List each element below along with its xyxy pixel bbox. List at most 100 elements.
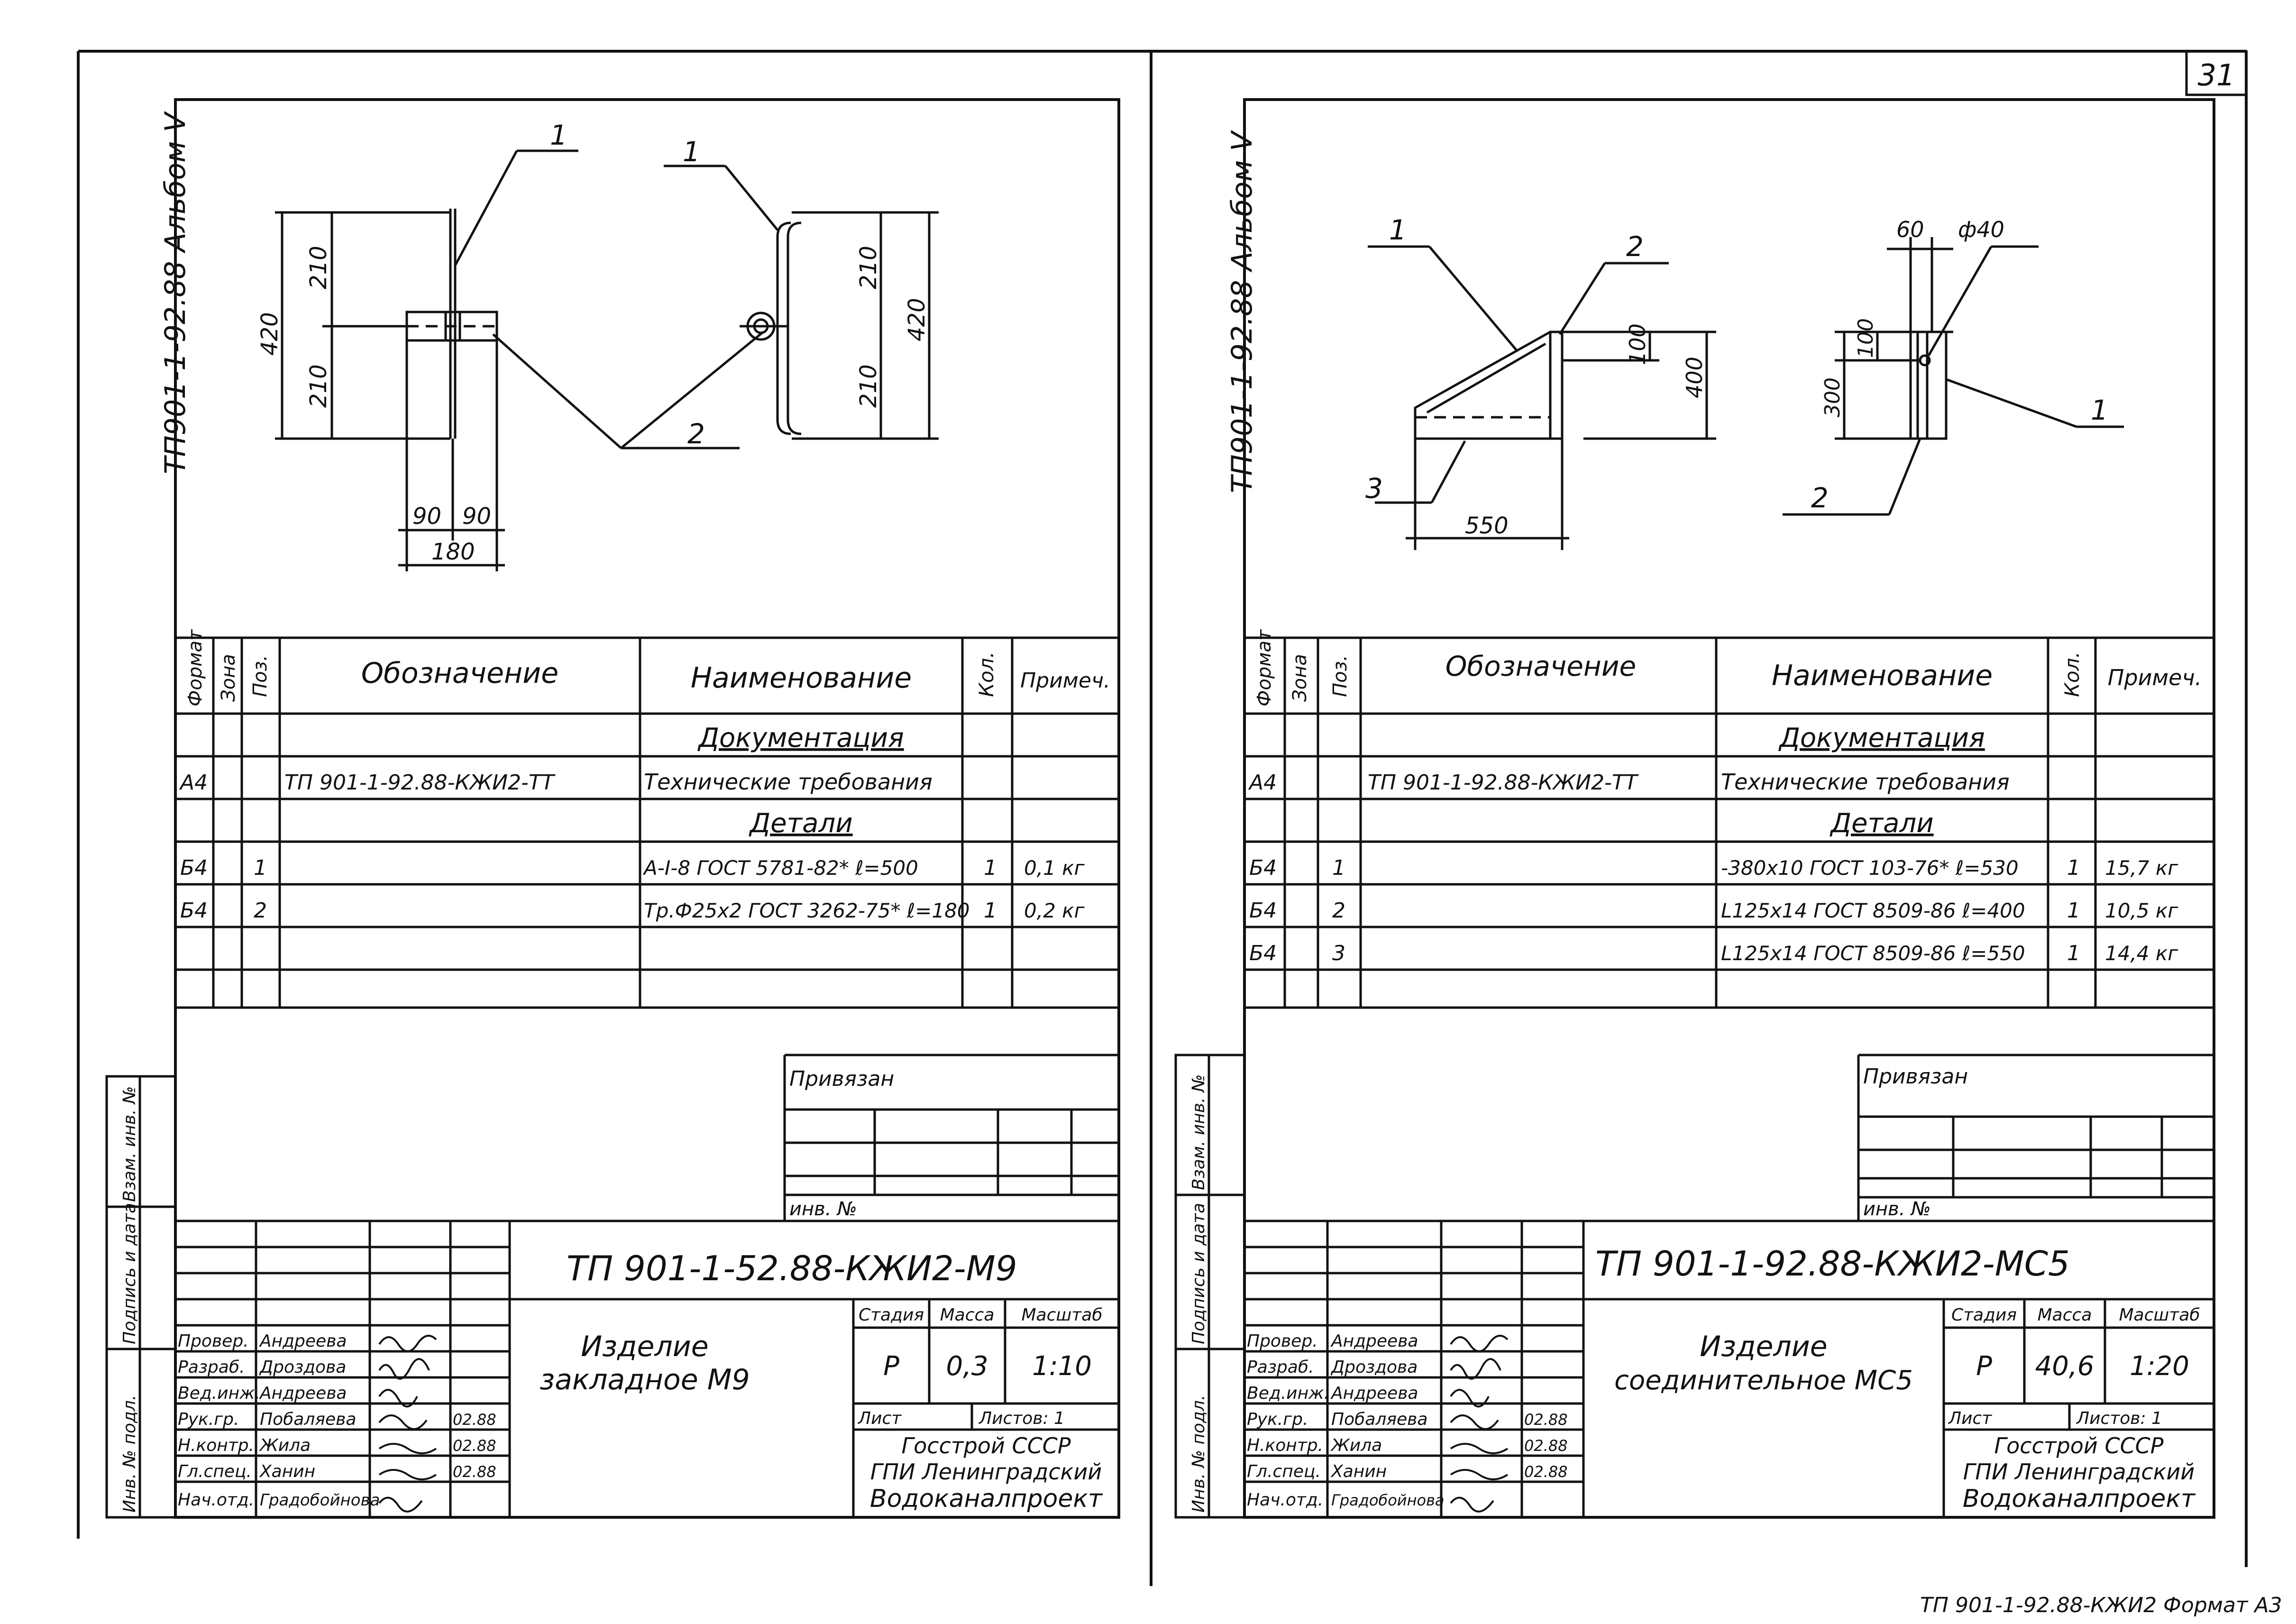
hdr-pos: Поз. <box>249 655 271 697</box>
person-role: Вед.инж. <box>1247 1384 1329 1403</box>
right-scale-h: Масштаб <box>2119 1305 2200 1325</box>
dim-550: 550 <box>1465 513 1509 539</box>
person-name: Жила <box>1330 1436 1382 1455</box>
row4-qty: 1 <box>984 899 997 923</box>
callout-1b: 1 <box>683 136 700 168</box>
right-spec-rows: Документация А4 ТП 901-1-92.88-КЖИ2-ТТ Т… <box>1248 723 2178 965</box>
person-role: Нач.отд. <box>178 1490 254 1510</box>
dim-400: 400 <box>1682 357 1707 398</box>
hdr-zone: Зона <box>1289 654 1311 702</box>
person-role: Гл.спец. <box>1247 1462 1321 1481</box>
person-name: Андреева <box>259 1384 347 1403</box>
left-spec-grid <box>175 636 1119 1009</box>
right-side-stamp <box>1174 1054 1246 1519</box>
person-name: Ханин <box>1330 1462 1387 1481</box>
person-date: 02.88 <box>1524 1463 1568 1481</box>
hdr-qty: Кол. <box>975 651 998 697</box>
row4-fmt: Б4 <box>180 899 208 923</box>
dim-90: 90 <box>412 503 441 530</box>
left-scale-h: Масштаб <box>1021 1305 1102 1325</box>
right-privyazan-block <box>1857 1054 2214 1221</box>
right-sheet: Лист <box>1948 1409 1992 1428</box>
person-name: Ханин <box>259 1462 315 1481</box>
person-name: Жила <box>259 1436 311 1455</box>
hdr-qty: Кол. <box>2060 651 2084 697</box>
hdr-format: Формат <box>1253 629 1275 706</box>
right-side-label-3: Взам. инв. № <box>1189 1074 1208 1190</box>
row5-name: L125х14 ГОСТ 8509-86 ℓ=550 <box>1721 942 2025 965</box>
person-role: Разраб. <box>178 1358 245 1377</box>
dim-210d: 210 <box>855 364 882 408</box>
dim-210c: 210 <box>855 246 882 289</box>
left-mass: 0,3 <box>946 1351 988 1382</box>
row-details: Детали <box>748 808 852 839</box>
dim-300: 300 <box>1820 377 1845 417</box>
row4-note: 0,2 кг <box>1024 899 1085 922</box>
hdr-name: Наименование <box>691 661 912 695</box>
left-scale: 1:10 <box>1032 1351 1092 1382</box>
left-people: Провер. Андреева Разраб. Дроздова Вед.ин… <box>178 1331 496 1510</box>
right-drawing-labels: 1 2 3 1 2 100 400 550 60 ф40 300 100 <box>1365 214 2108 539</box>
row1-fmt: А4 <box>1248 771 1277 795</box>
right-stage: Р <box>1976 1351 1992 1382</box>
right-org-2: ГПИ Ленинградский <box>1963 1459 2195 1485</box>
left-drawing-labels: 1 1 2 420 210 210 210 210 420 90 90 180 <box>256 119 930 565</box>
dim-420: 420 <box>256 312 283 356</box>
person-date: 02.88 <box>1524 1411 1568 1429</box>
row3-qty: 1 <box>2067 856 2080 880</box>
left-org-2: ГПИ Ленинградский <box>870 1459 1102 1485</box>
callout-1b: 1 <box>2091 394 2108 426</box>
bottom-note: ТП 901-1-92.88-КЖИ2 Формат А3 <box>1920 1593 2282 1617</box>
hdr-note: Примеч. <box>1020 669 1110 693</box>
right-sheets: Листов: 1 <box>2076 1409 2162 1428</box>
left-sheets: Листов: 1 <box>978 1409 1065 1428</box>
left-spec-header: Формат Зона Поз. Обозначение Наименовани… <box>184 629 1110 706</box>
left-mass-h: Масса <box>940 1305 995 1325</box>
person-name: Дроздова <box>259 1358 346 1377</box>
dim-180: 180 <box>431 539 475 565</box>
row4-pos: 2 <box>1332 899 1345 923</box>
callout-1: 1 <box>550 119 567 151</box>
hdr-name: Наименование <box>1772 659 1993 692</box>
row4-name: L125х14 ГОСТ 8509-86 ℓ=400 <box>1721 899 2025 922</box>
person-role: Вед.инж. <box>178 1384 260 1403</box>
right-inv-no: инв. № <box>1863 1198 1931 1220</box>
left-org-1: Госстрой СССР <box>901 1433 1070 1459</box>
right-signatures <box>1450 1335 1509 1513</box>
callout-1: 1 <box>1389 214 1407 246</box>
left-doc-code: ТП 901-1-52.88-КЖИ2-М9 <box>567 1248 1017 1288</box>
hdr-pos: Поз. <box>1329 655 1351 697</box>
left-side-label-1: Инв. № подл. <box>120 1395 139 1513</box>
row3-fmt: Б4 <box>1249 856 1277 880</box>
person-role: Разраб. <box>1247 1358 1314 1377</box>
row3-name: А-I-8 ГОСТ 5781-82* ℓ=500 <box>642 856 918 880</box>
person-name: Градобойнова <box>260 1491 380 1510</box>
right-item-name-1: Изделие <box>1700 1330 1827 1363</box>
person-role: Н.контр. <box>178 1436 254 1455</box>
person-role: Рук.гр. <box>1247 1410 1308 1429</box>
dim-100b: 100 <box>1854 318 1878 358</box>
left-privyazan-block <box>783 1054 1119 1221</box>
person-role: Провер. <box>178 1331 249 1351</box>
right-album-label: ТП901-1-92.88 Альбом V <box>1226 130 1259 493</box>
row1-desig: ТП 901-1-92.88-КЖИ2-ТТ <box>1368 771 1639 795</box>
dim-210b: 210 <box>305 364 332 408</box>
row4-qty: 1 <box>2067 899 2080 923</box>
left-drawing <box>275 149 939 571</box>
right-side-label-2: Подпись и дата <box>1189 1203 1208 1344</box>
right-drawing <box>1368 237 2124 550</box>
left-album-label: ТП901-1-92.88 Альбом V <box>159 111 192 474</box>
right-spec-header: Формат Зона Поз. Обозначение Наименовани… <box>1253 629 2202 706</box>
left-spec-rows: Документация А4 ТП 901-1-92.88-КЖИ2-ТТ Т… <box>179 723 1085 923</box>
row5-qty: 1 <box>2067 941 2080 965</box>
row1-desig: ТП 901-1-92.88-КЖИ2-ТТ <box>284 771 556 795</box>
left-item-name-1: Изделие <box>581 1330 708 1363</box>
dim-210: 210 <box>305 246 332 289</box>
left-side-label-2: Подпись и дата <box>120 1203 139 1344</box>
row1-fmt: А4 <box>179 771 208 795</box>
right-title-grid <box>1244 1220 2214 1519</box>
row3-note: 15,7 кг <box>2105 856 2178 880</box>
left-stage: Р <box>883 1351 899 1382</box>
right-privyazan: Привязан <box>1863 1064 1968 1089</box>
